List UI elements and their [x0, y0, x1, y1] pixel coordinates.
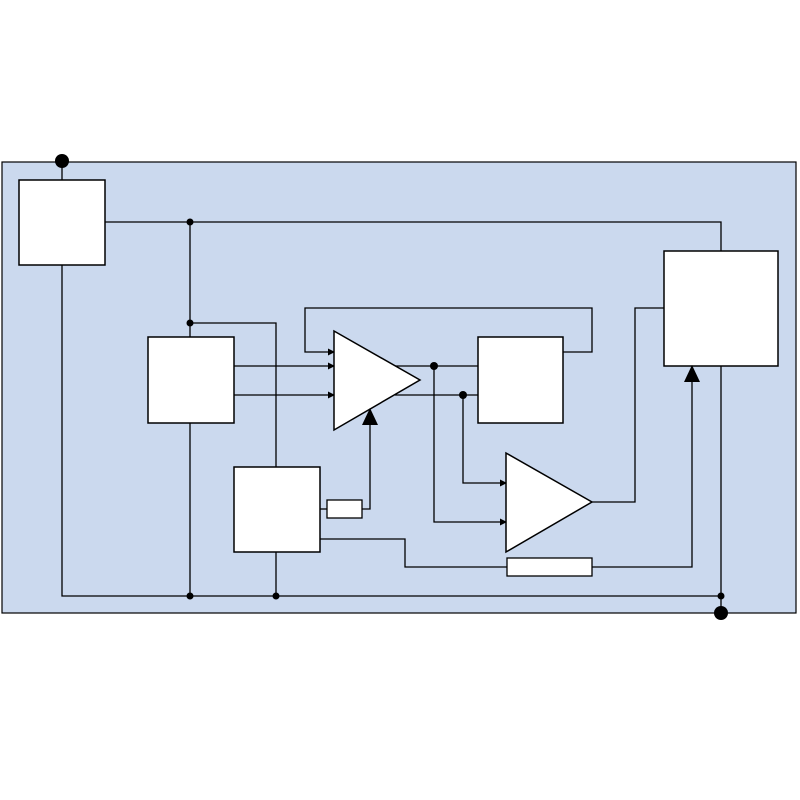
wire-top-rail: [105, 221, 722, 251]
amp1-control-arrow: [362, 408, 378, 425]
junction-node: [430, 362, 438, 370]
block-b: [147, 336, 235, 424]
wire-d-res2: [320, 538, 507, 568]
wire-d-feed: [190, 322, 277, 467]
wire-left-down: [61, 265, 721, 597]
block-a: [18, 179, 106, 266]
block-c: [477, 336, 564, 424]
junction-node: [459, 391, 467, 399]
wires: [61, 162, 722, 613]
wire-res1-amp1: [362, 425, 371, 510]
junction-node: [717, 592, 725, 600]
wire-tap-1: [433, 366, 507, 526]
amplifier-1: [333, 329, 422, 432]
wire-feedback-loop: [304, 307, 593, 356]
wire-amp2-out: [592, 307, 664, 503]
junction-node: [186, 218, 194, 226]
block-g-control-arrow: [684, 365, 700, 382]
junction-node: [186, 319, 194, 327]
resistor-2: [506, 557, 593, 577]
bottom-terminal: [714, 606, 728, 620]
wire-tap-2: [462, 395, 507, 487]
junction-node: [186, 592, 194, 600]
junction-node: [272, 592, 280, 600]
top-terminal: [55, 154, 69, 168]
amplifier-2: [505, 451, 594, 554]
block-d: [233, 466, 321, 553]
block-g: [663, 250, 779, 367]
wire-res2-g: [592, 380, 693, 568]
resistor-1: [326, 499, 363, 519]
